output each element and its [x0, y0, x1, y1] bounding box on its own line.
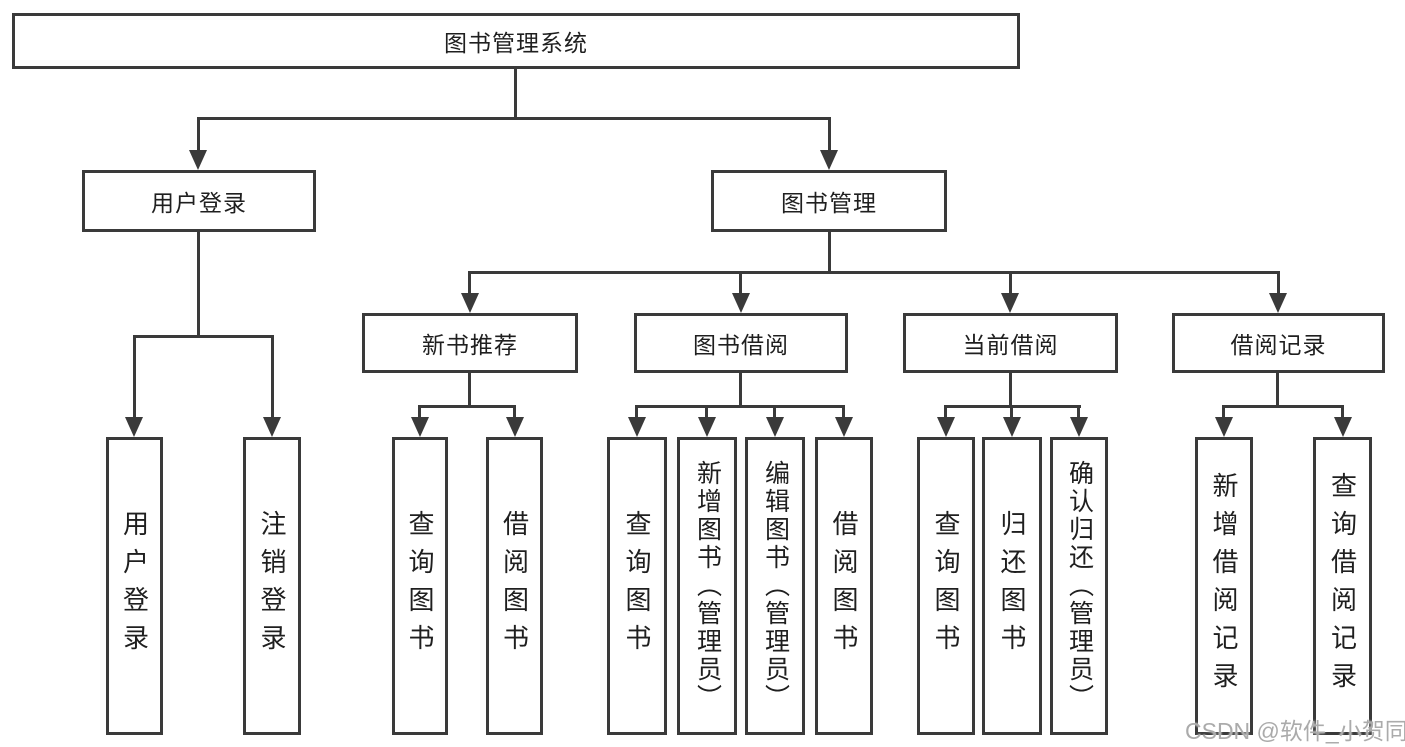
arrow-down-icon: [698, 417, 716, 437]
leaf-borrow-books-recommend: 借阅图书: [486, 437, 543, 735]
arrow-down-icon: [1334, 417, 1352, 437]
connector-line: [773, 405, 776, 419]
connector-line: [514, 67, 517, 119]
leaf-label: 注销登录: [257, 510, 287, 662]
leaf-borrow-books: 借阅图书: [815, 437, 873, 735]
arrow-down-icon: [766, 417, 784, 437]
arrow-down-icon: [1269, 293, 1287, 313]
node-label: 图书借阅: [693, 332, 789, 358]
node-book-borrowing: 图书借阅: [634, 313, 848, 373]
connector-line: [1222, 405, 1225, 419]
leaf-logout: 注销登录: [243, 437, 301, 735]
node-borrowing-records: 借阅记录: [1172, 313, 1385, 373]
leaf-edit-books-admin: 编辑图书（管理员）: [745, 437, 805, 735]
leaf-add-borrow-record: 新增借阅记录: [1195, 437, 1253, 735]
node-new-book-recommend: 新书推荐: [362, 313, 578, 373]
connector-line: [468, 371, 471, 407]
connector-line: [705, 405, 708, 419]
leaf-query-books-current: 查询图书: [917, 437, 975, 735]
arrow-down-icon: [835, 417, 853, 437]
node-book-management: 图书管理: [711, 170, 947, 232]
connector-line: [197, 117, 831, 120]
node-current-borrowing: 当前借阅: [903, 313, 1118, 373]
leaf-confirm-return-admin: 确认归还（管理员）: [1050, 437, 1108, 735]
node-label: 当前借阅: [962, 332, 1059, 358]
connector-line: [418, 405, 421, 419]
arrow-down-icon: [1215, 417, 1233, 437]
leaf-label: 查询图书: [405, 510, 435, 662]
node-label: 新书推荐: [422, 332, 518, 358]
node-label: 图书管理: [781, 190, 877, 216]
leaf-query-books-recommend: 查询图书: [392, 437, 448, 735]
leaf-label: 新增借阅记录: [1209, 472, 1239, 700]
connector-line: [944, 405, 947, 419]
arrow-down-icon: [1001, 293, 1019, 313]
arrow-down-icon: [628, 417, 646, 437]
connector-line: [635, 405, 845, 408]
leaf-label: 编辑图书（管理员）: [761, 460, 790, 712]
connector-line: [739, 271, 742, 297]
leaf-return-books: 归还图书: [982, 437, 1042, 735]
leaf-label: 用户登录: [119, 510, 150, 662]
node-library-management-system: 图书管理系统: [12, 13, 1020, 69]
leaf-label: 借阅图书: [829, 510, 859, 662]
arrow-down-icon: [506, 417, 524, 437]
connector-line: [1276, 371, 1279, 407]
leaf-label: 查询图书: [622, 510, 652, 662]
arrow-down-icon: [263, 417, 281, 437]
connector-line: [1010, 405, 1013, 419]
leaf-label: 查询图书: [931, 510, 961, 662]
connector-line: [1009, 371, 1012, 407]
connector-line: [1341, 405, 1344, 419]
node-label: 借阅记录: [1230, 332, 1327, 358]
connector-line: [468, 271, 471, 297]
connector-line: [468, 271, 1280, 274]
leaf-label: 借阅图书: [499, 510, 530, 662]
connector-line: [133, 335, 274, 338]
leaf-add-books-admin: 新增图书（管理员）: [677, 437, 737, 735]
connector-line: [1222, 405, 1344, 408]
arrow-down-icon: [1003, 417, 1021, 437]
leaf-user-login: 用户登录: [106, 437, 163, 735]
connector-line: [197, 230, 200, 337]
arrow-down-icon: [937, 417, 955, 437]
connector-line: [418, 405, 516, 408]
node-label: 图书管理系统: [444, 30, 588, 56]
connector-line: [739, 371, 742, 407]
node-label: 用户登录: [151, 190, 247, 216]
arrow-down-icon: [411, 417, 429, 437]
connector-line: [828, 230, 831, 273]
connector-line: [635, 405, 638, 419]
connector-line: [1009, 271, 1012, 297]
arrow-down-icon: [125, 417, 143, 437]
leaf-label: 新增图书（管理员）: [693, 460, 722, 712]
connector-line: [271, 335, 274, 419]
leaf-label: 确认归还（管理员）: [1065, 460, 1094, 712]
arrow-down-icon: [820, 150, 838, 170]
connector-line: [513, 405, 516, 419]
arrow-down-icon: [1070, 417, 1088, 437]
arrow-down-icon: [461, 293, 479, 313]
leaf-label: 查询借阅记录: [1327, 472, 1358, 700]
arrow-down-icon: [189, 150, 207, 170]
connector-line: [197, 117, 200, 151]
node-user-login: 用户登录: [82, 170, 316, 232]
leaf-query-books-borrowing: 查询图书: [607, 437, 667, 735]
connector-line: [842, 405, 845, 419]
connector-line: [1077, 405, 1080, 419]
leaf-label: 归还图书: [997, 510, 1027, 662]
connector-line: [1277, 271, 1280, 297]
leaf-query-borrow-record: 查询借阅记录: [1313, 437, 1372, 735]
connector-line: [133, 335, 136, 419]
arrow-down-icon: [732, 293, 750, 313]
watermark: CSDN @软件_小贺同学: [1185, 718, 1405, 744]
connector-line: [828, 117, 831, 151]
